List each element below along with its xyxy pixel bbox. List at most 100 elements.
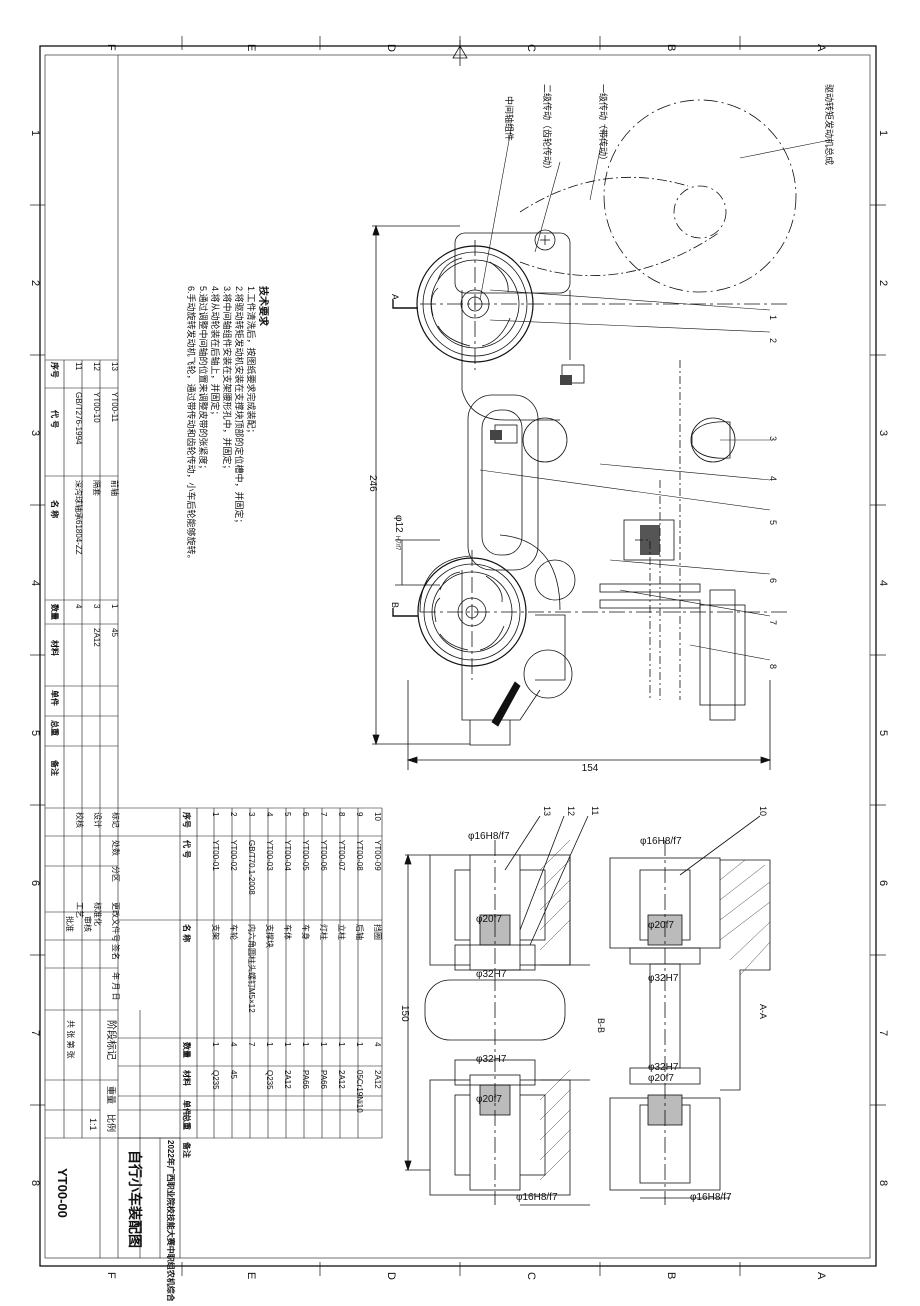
dimension-height: 246 <box>367 475 378 492</box>
frame-rail <box>454 232 571 294</box>
table-cell: 45 <box>110 628 119 637</box>
table-header: 单件 <box>50 690 60 706</box>
table-cell: 1 <box>283 1042 292 1047</box>
sheet-count: 共 张 第 张 <box>66 1020 76 1059</box>
signature-cell: 年 月 日 <box>111 972 121 1000</box>
callout-label: 驱动转矩发动机总成 <box>824 84 835 165</box>
zone-number: 5 <box>29 730 41 736</box>
table-header: 代 号 <box>182 839 192 858</box>
requirement-item: 2.将驱动转矩发动机安装在支撑块顶部的定位槽中，并固定； <box>234 286 245 528</box>
signature-cell: 标记 <box>111 812 121 828</box>
table-header: 总重 <box>50 720 60 736</box>
part-number: 4 <box>768 476 778 481</box>
callout-label: 一级传动（带传动） <box>598 84 609 165</box>
table-cell: 灯柱 <box>319 924 329 940</box>
table-cell: 1 <box>265 1042 274 1047</box>
dimension-phi32: φ32H7 <box>648 1062 679 1073</box>
table-cell: 5 <box>283 812 292 817</box>
zone-letter: F <box>105 1272 117 1279</box>
table-cell: YT00-10 <box>92 392 101 423</box>
zone-number: 4 <box>29 580 41 586</box>
stage-label: 阶段标记 <box>105 1020 118 1060</box>
signature-cell: 校核 <box>75 812 85 828</box>
leader-lines <box>479 123 831 661</box>
signature-cell: 工艺 <box>75 902 84 918</box>
section-bb-view <box>404 815 590 1206</box>
dimension-phi20: φ20f7 <box>648 1073 674 1084</box>
table-header: 备注 <box>50 759 60 776</box>
table-header: 代 号 <box>50 409 60 428</box>
table-cell: 车身 <box>301 924 311 940</box>
table-cell: 3 <box>247 812 256 817</box>
zone-letter: E <box>245 1272 257 1279</box>
callout-label: 二级传动（齿轮传动） <box>542 84 553 174</box>
table-cell: 7 <box>247 1042 256 1047</box>
table-cell: 6 <box>301 812 310 817</box>
requirement-item: 4.将从动轮装在后轴上，并固定； <box>210 286 221 420</box>
table-cell: 13 <box>110 362 119 371</box>
table-cell: YT00-06 <box>319 840 328 871</box>
dimension-phi16: φ16H8/f7 <box>468 831 510 842</box>
zone-letter: B <box>665 44 677 51</box>
dimension-width: 154 <box>582 763 599 774</box>
engine-pulley <box>673 185 727 239</box>
dimension-phi12-fit: H7/f7 <box>394 536 400 551</box>
table-cell: 05Cr19Ni10 <box>355 1070 364 1113</box>
table-cell: 4 <box>373 1042 382 1047</box>
organization: 2022年广西职业院校技能大赛中职组农机综合应用技术竞赛样题 <box>166 1140 176 1301</box>
part-number: 3 <box>768 436 778 441</box>
table-header: 单件 <box>182 1100 192 1116</box>
table-cell: 前轴 <box>110 480 120 496</box>
table-cell: 4 <box>229 1042 238 1047</box>
centering-marks <box>452 40 468 66</box>
engine-flywheel <box>603 99 797 293</box>
dimension-phi16: φ16H8/f7 <box>640 836 682 847</box>
zone-number: 3 <box>29 430 41 436</box>
table-cell: 1 <box>355 1042 364 1047</box>
zone-number: 5 <box>877 730 889 736</box>
table-cell: 10 <box>373 812 382 821</box>
drawing-title: 自行小车装配图 <box>127 1150 143 1248</box>
table-cell: 2A12 <box>92 628 101 647</box>
table-cell: 2A12 <box>337 1070 346 1089</box>
section-aa-view <box>609 815 771 1205</box>
zone-number: 6 <box>877 880 889 886</box>
part-number: 13 <box>542 806 552 816</box>
dimension-phi12: φ12 <box>393 515 404 533</box>
outer-border <box>39 45 877 1267</box>
callout-label: 中间轴组件 <box>504 96 515 141</box>
table-cell: 深沟球轴承61804-ZZ <box>74 480 84 555</box>
title-block-lines <box>45 55 383 1258</box>
part-number: 12 <box>566 806 576 816</box>
table-header: 备注 <box>182 1141 192 1158</box>
table-cell: GB/T70.1-2008 <box>247 840 256 895</box>
table-cell: 1 <box>337 1042 346 1047</box>
section-label-aa: A-A <box>758 1004 768 1019</box>
dimension-phi20: φ20f7 <box>476 1094 502 1105</box>
table-cell: 9 <box>355 812 364 817</box>
section-label-bb: B-B <box>596 1018 606 1033</box>
section-label-a: A <box>390 294 400 300</box>
part-number: 6 <box>768 578 778 583</box>
table-cell: 12 <box>92 362 101 371</box>
dimension-phi32: φ32H7 <box>476 969 507 980</box>
table-cell: 2 <box>229 812 238 817</box>
table-header: 名 称 <box>182 924 192 942</box>
table-cell: 车体 <box>283 924 293 940</box>
requirement-item: 5.通过调整中间轴的位置来调整皮带的张紧度； <box>198 286 209 474</box>
main-assembly-view <box>372 99 831 770</box>
part-number: 1 <box>768 315 778 320</box>
belt <box>519 176 689 213</box>
table-cell: 隔套 <box>92 480 102 496</box>
part-number: 7 <box>768 620 778 625</box>
dimension-phi16: φ16H8/f7 <box>516 1192 558 1203</box>
table-cell: 挡圈 <box>373 924 383 940</box>
table-cell: 1 <box>301 1042 310 1047</box>
table-header: 数量 <box>182 1042 192 1058</box>
zone-number: 1 <box>29 130 41 136</box>
zone-number: 2 <box>877 280 889 286</box>
table-cell: 后轴 <box>355 924 365 940</box>
table-cell: YT00-02 <box>229 840 238 871</box>
zone-letter: A <box>815 1272 827 1280</box>
signature-cell: 更改文件号 <box>111 902 121 942</box>
